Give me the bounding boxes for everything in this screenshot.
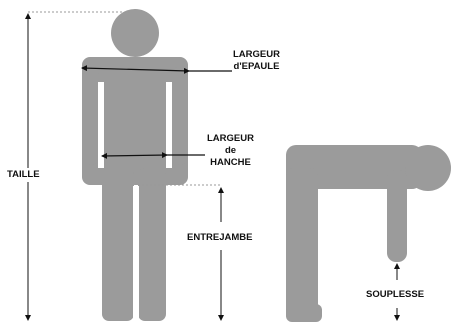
label-taille-text: TAILLE (7, 169, 40, 181)
label-entrejambe: ENTREJAMBE (187, 231, 252, 245)
standing-head (111, 9, 159, 57)
bending-foot (286, 304, 322, 322)
label-souplesse: SOUPLESSE (366, 289, 424, 301)
bending-arm (387, 170, 407, 262)
bending-leg (286, 168, 318, 322)
label-epaule-line2: d'EPAULE (233, 61, 280, 73)
label-entrejambe-text: ENTREJAMBE (187, 232, 252, 244)
label-taille: TAILLE (7, 168, 40, 182)
label-largeur-hanche: LARGEUR de HANCHE (207, 133, 254, 169)
standing-right-leg (138, 168, 166, 321)
label-hanche-line2: de (207, 145, 254, 157)
standing-left-arm (82, 67, 99, 165)
standing-left-leg (102, 168, 134, 321)
label-epaule-line1: LARGEUR (233, 49, 280, 61)
standing-right-arm (171, 67, 188, 165)
label-souplesse-text: SOUPLESSE (366, 289, 424, 301)
label-largeur-epaule: LARGEUR d'EPAULE (233, 49, 280, 73)
bending-head (405, 145, 451, 191)
label-hanche-line3: HANCHE (207, 157, 254, 169)
label-hanche-line1: LARGEUR (207, 133, 254, 145)
